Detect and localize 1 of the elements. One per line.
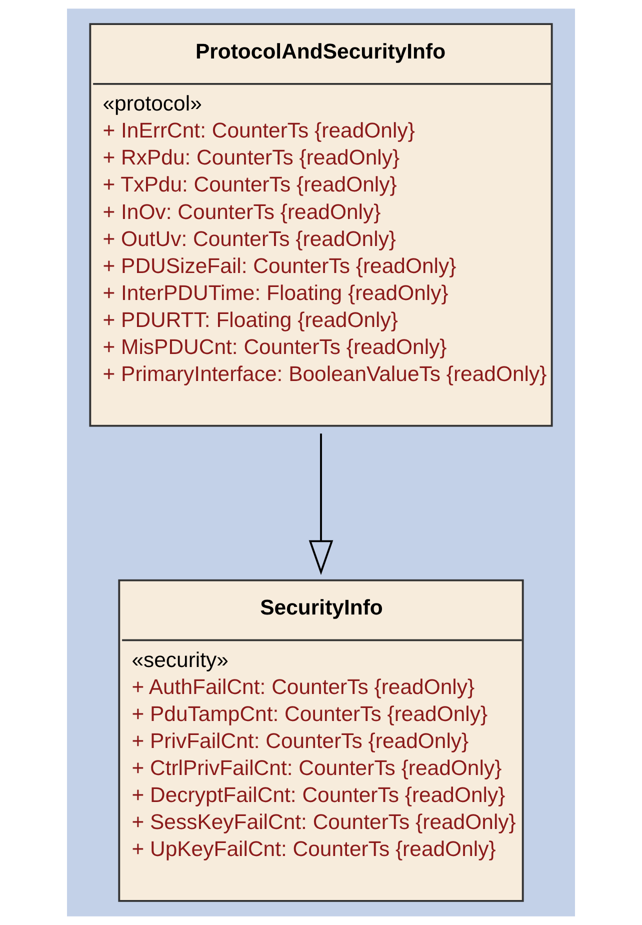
arrow xyxy=(308,434,334,576)
